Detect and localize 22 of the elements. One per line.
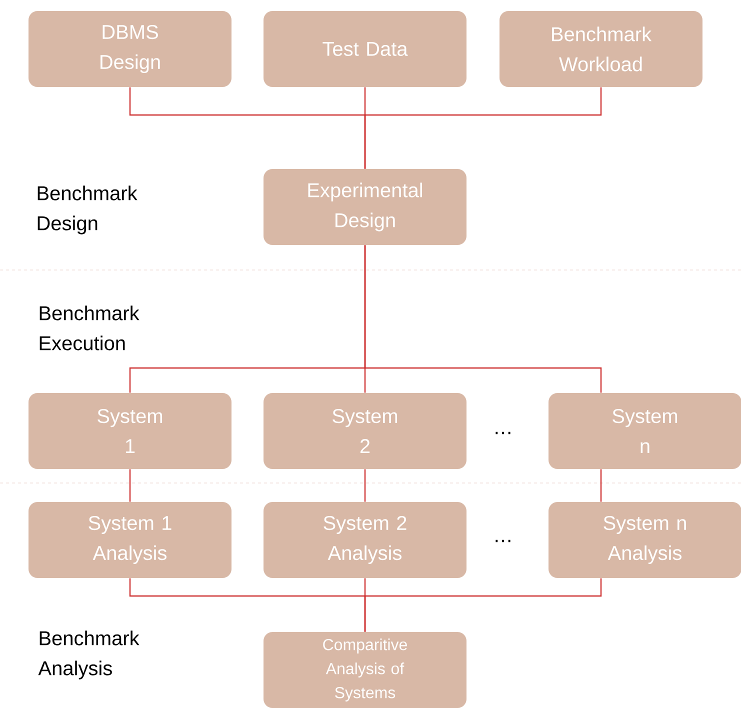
stage-label: Benchmark Design bbox=[38, 186, 138, 234]
ellipsis: … bbox=[496, 540, 510, 542]
connector-line bbox=[364, 578, 602, 632]
process-box: Test Data bbox=[264, 11, 466, 87]
process-box: Benchmark Workload bbox=[500, 11, 702, 87]
process-box: System n bbox=[548, 393, 741, 469]
process-box: System 2 bbox=[264, 393, 466, 469]
connector-line bbox=[364, 245, 602, 393]
ellipsis: … bbox=[496, 432, 510, 434]
connector-line bbox=[600, 469, 602, 502]
process-box: System 1 Analysis bbox=[28, 502, 232, 578]
process-box: DBMS Design bbox=[28, 11, 232, 87]
connector-line bbox=[129, 469, 131, 502]
process-box: System n Analysis bbox=[548, 502, 741, 578]
process-box: System 2 Analysis bbox=[264, 502, 466, 578]
connector-line bbox=[364, 87, 602, 169]
stage-label: Benchmark Analysis bbox=[38, 630, 140, 680]
process-box: System 1 bbox=[28, 393, 232, 469]
process-box: Comparitive Analysis of Systems bbox=[264, 632, 466, 708]
process-box: Experimental Design bbox=[264, 169, 466, 245]
connector-line bbox=[364, 469, 366, 502]
stage-label: Benchmark Execution bbox=[40, 306, 140, 350]
